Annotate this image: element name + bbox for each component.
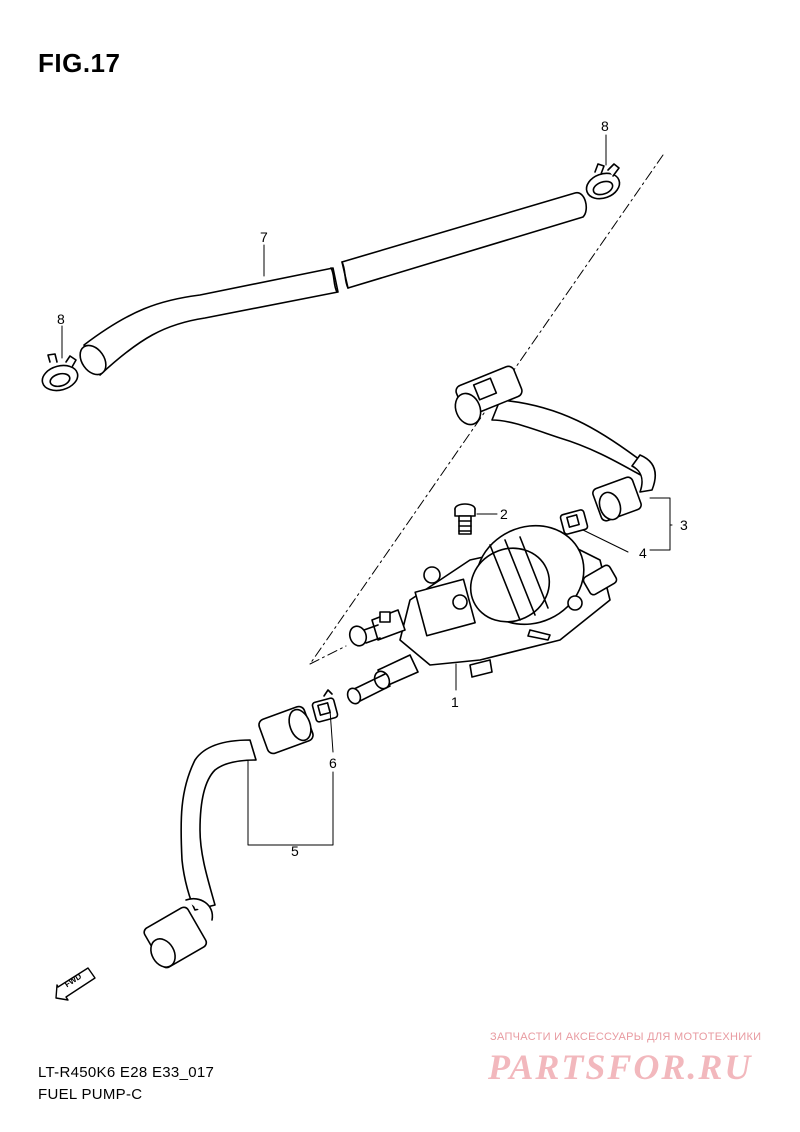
bolt-2	[454, 503, 476, 535]
watermark-brand: PARTSFOR.RU	[488, 1047, 753, 1087]
callout-2: 2	[500, 506, 508, 522]
hose-3	[454, 365, 656, 522]
hose-clip-4	[559, 509, 589, 535]
figure-title: FIG.17	[38, 48, 121, 78]
fwd-arrow-icon	[55, 967, 96, 1001]
callout-3: 3	[680, 517, 688, 533]
callout-4: 4	[639, 545, 647, 561]
callout-5: 5	[291, 843, 299, 859]
hose-clamp-8-left	[41, 353, 79, 392]
fuel-pump-1	[346, 524, 618, 705]
hose-clip-6	[311, 689, 339, 723]
callout-7: 7	[260, 229, 268, 245]
hose-5	[143, 705, 314, 969]
hose-clamp-8-top	[585, 163, 621, 200]
hose-7	[79, 192, 587, 376]
watermark-tagline: ЗАПЧАСТИ И АКСЕССУАРЫ ДЛЯ МОТОТЕХНИКИ	[490, 1031, 762, 1043]
callout-8-left: 8	[57, 311, 65, 327]
leader-lines	[61, 134, 673, 846]
section-name: FUEL PUMP-C	[38, 1086, 143, 1103]
callout-6: 6	[329, 755, 337, 771]
model-code: LT-R450K6 E28 E33_017	[38, 1064, 215, 1081]
callout-1: 1	[451, 694, 459, 710]
callout-8-top: 8	[601, 118, 609, 134]
